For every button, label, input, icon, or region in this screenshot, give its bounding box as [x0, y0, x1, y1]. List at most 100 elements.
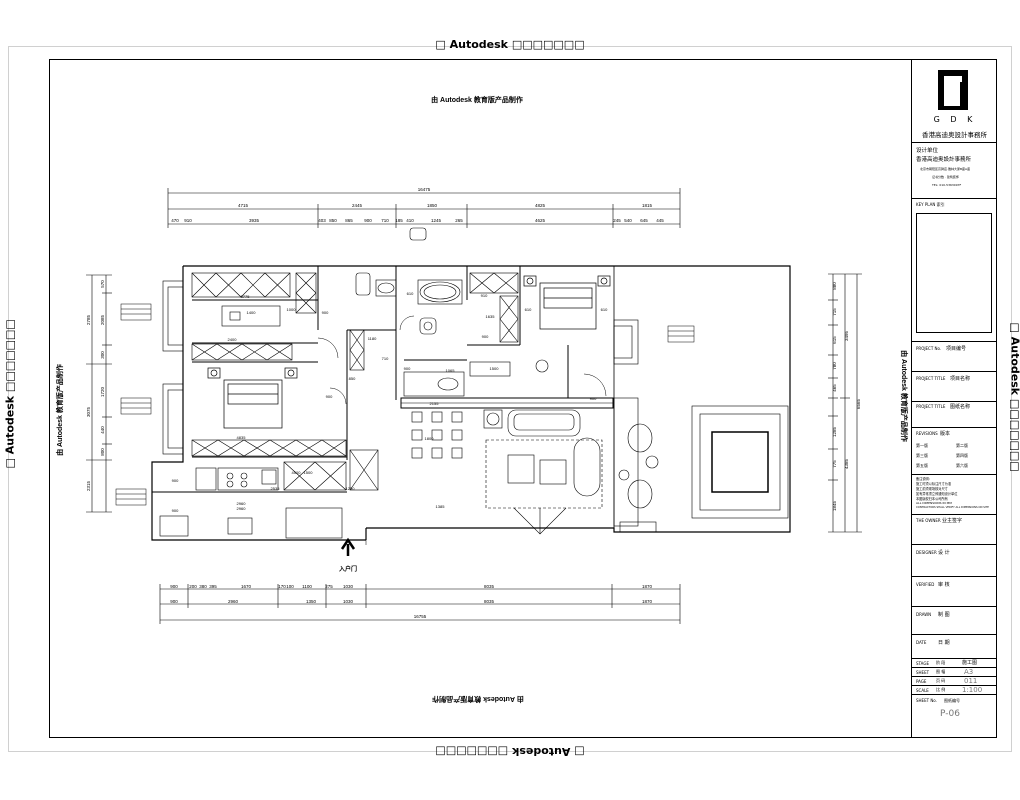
svg-text:1245: 1245: [431, 218, 442, 223]
svg-text:900: 900: [590, 396, 597, 401]
svg-text:1845: 1845: [832, 500, 837, 511]
dining-area: [400, 397, 614, 459]
scale-row: SCALE 比 例 1:100: [912, 685, 997, 694]
svg-text:4625: 4625: [535, 218, 546, 223]
svg-text:8035: 8035: [484, 599, 495, 604]
kitchen: [159, 467, 343, 539]
verified-row: VERIFIED 审 核: [912, 576, 997, 606]
stage-row: STAGE 阶 段 施工图: [912, 658, 997, 667]
svg-text:16755: 16755: [414, 614, 427, 619]
autodesk-stamp-top: □ Autodesk □□□□□□□: [435, 38, 585, 51]
drawing-frame: [49, 59, 997, 738]
date-row: DATE 日 期: [912, 634, 997, 658]
svg-text:850: 850: [349, 376, 356, 381]
svg-text:2445: 2445: [352, 203, 363, 208]
drawing-title-row: PROJECT TITLE 图纸名称: [912, 401, 997, 427]
svg-text:900: 900: [170, 599, 178, 604]
svg-text:900: 900: [364, 218, 372, 223]
svg-text:1720: 1720: [100, 386, 105, 397]
svg-text:1230: 1230: [346, 486, 356, 491]
firm-name: 香港高迪奥設計事務所: [922, 131, 987, 139]
desk: [221, 305, 281, 327]
svg-text:610: 610: [525, 307, 532, 312]
svg-text:2535: 2535: [271, 486, 281, 491]
svg-text:3935: 3935: [249, 218, 260, 223]
svg-text:300: 300: [100, 351, 105, 359]
svg-text:3495: 3495: [844, 330, 849, 341]
svg-text:入户门: 入户门: [338, 565, 357, 573]
svg-text:403: 403: [318, 218, 326, 223]
interior-walls: [152, 266, 569, 493]
svg-text:1800: 1800: [425, 436, 435, 441]
living-room: [485, 409, 603, 535]
svg-text:1500: 1500: [490, 366, 500, 371]
right-dimension-lines: [828, 273, 862, 533]
svg-text:1100: 1100: [302, 584, 312, 589]
svg-text:8035: 8035: [484, 584, 495, 589]
svg-text:1285: 1285: [832, 426, 837, 437]
top-dimension-texts: 16475 4715 2445 1850 4825 1815 470 910 3…: [171, 187, 664, 223]
svg-text:1815: 1815: [642, 203, 653, 208]
title-block: G D K 香港高迪奥設計事務所 设计单位 香港高迪奥設計事務所 北京市朝阳区高…: [911, 60, 997, 737]
edu-notice-top: 由 Autodesk 教育版产品制作: [431, 95, 523, 104]
svg-text:395: 395: [209, 584, 217, 589]
svg-text:715: 715: [832, 308, 837, 316]
designer-row: DESIGNER 设 计: [912, 544, 997, 576]
svg-text:900: 900: [482, 334, 489, 339]
svg-text:910: 910: [481, 293, 488, 298]
svg-text:780: 780: [832, 362, 837, 370]
svg-text:900: 900: [326, 394, 333, 399]
inner-dimension-texts: 3775 1400 2400 1000 4835 900 850 710 118…: [172, 291, 608, 513]
svg-text:170: 170: [278, 584, 286, 589]
page-row: PAGE 页 码 011: [912, 676, 997, 685]
balcony: [618, 405, 789, 533]
bay-windows-left: [162, 280, 184, 455]
bay-windows-right: [613, 319, 639, 527]
notes-section: 备注说明: 施工时须以标注尺寸为准 施工前须现场核对尺寸 如有异常须立即通知设计…: [912, 474, 997, 514]
edu-notice-left: 由 Autodesk 教育版产品制作: [55, 364, 64, 456]
key-plan-section: KEY PLAN 索引: [912, 198, 997, 341]
drawn-row: DRAWN 制 图: [912, 606, 997, 634]
project-title-row: PROJECT TITLE 项目名称: [912, 371, 997, 401]
svg-text:2085: 2085: [100, 314, 105, 325]
svg-text:1500: 1500: [304, 470, 314, 475]
svg-text:1180: 1180: [368, 336, 377, 341]
svg-text:2785: 2785: [86, 314, 91, 325]
svg-text:900: 900: [322, 310, 329, 315]
svg-text:445: 445: [656, 218, 664, 223]
left-dimension-lines: [86, 274, 112, 513]
svg-text:1670: 1670: [241, 584, 252, 589]
svg-text:2315: 2315: [86, 480, 91, 491]
svg-text:880: 880: [832, 282, 837, 290]
svg-text:900: 900: [404, 366, 411, 371]
svg-text:245: 245: [613, 218, 621, 223]
svg-text:4715: 4715: [238, 203, 249, 208]
left-dimension-texts: 2785 3075 2315 570 2085 300 1720 440 800: [86, 280, 105, 491]
svg-text:1400: 1400: [247, 310, 257, 315]
sheet-row: SHEET 图 幅 A3: [912, 667, 997, 676]
svg-text:900: 900: [172, 478, 179, 483]
owner-row: THE OWNER 业主签字: [912, 514, 997, 544]
svg-text:540: 540: [624, 218, 632, 223]
elevation-tags-left: [115, 303, 152, 506]
svg-text:3075: 3075: [86, 406, 91, 417]
bathroom-fixtures: [355, 227, 549, 397]
svg-text:1870: 1870: [642, 584, 653, 589]
svg-text:100: 100: [286, 584, 294, 589]
design-unit-section: 设计单位 香港高迪奥設計事務所 北京市朝阳区高碑店·雅林大厦B座A座 证书分数 …: [912, 142, 997, 212]
doors: [317, 315, 607, 545]
svg-text:800: 800: [100, 448, 105, 456]
svg-text:265: 265: [455, 218, 463, 223]
svg-text:4385: 4385: [844, 458, 849, 469]
svg-text:6565: 6565: [856, 398, 861, 409]
svg-text:1000: 1000: [287, 307, 297, 312]
svg-text:710: 710: [382, 356, 389, 361]
sheet-no-row: SHEET No. 图纸编号 P-06: [912, 694, 997, 737]
svg-text:200: 200: [189, 584, 197, 589]
svg-text:465: 465: [832, 384, 837, 392]
svg-text:850: 850: [329, 218, 337, 223]
top-dimension-lines: [167, 188, 681, 228]
svg-text:380: 380: [199, 584, 207, 589]
svg-text:865: 865: [345, 218, 353, 223]
